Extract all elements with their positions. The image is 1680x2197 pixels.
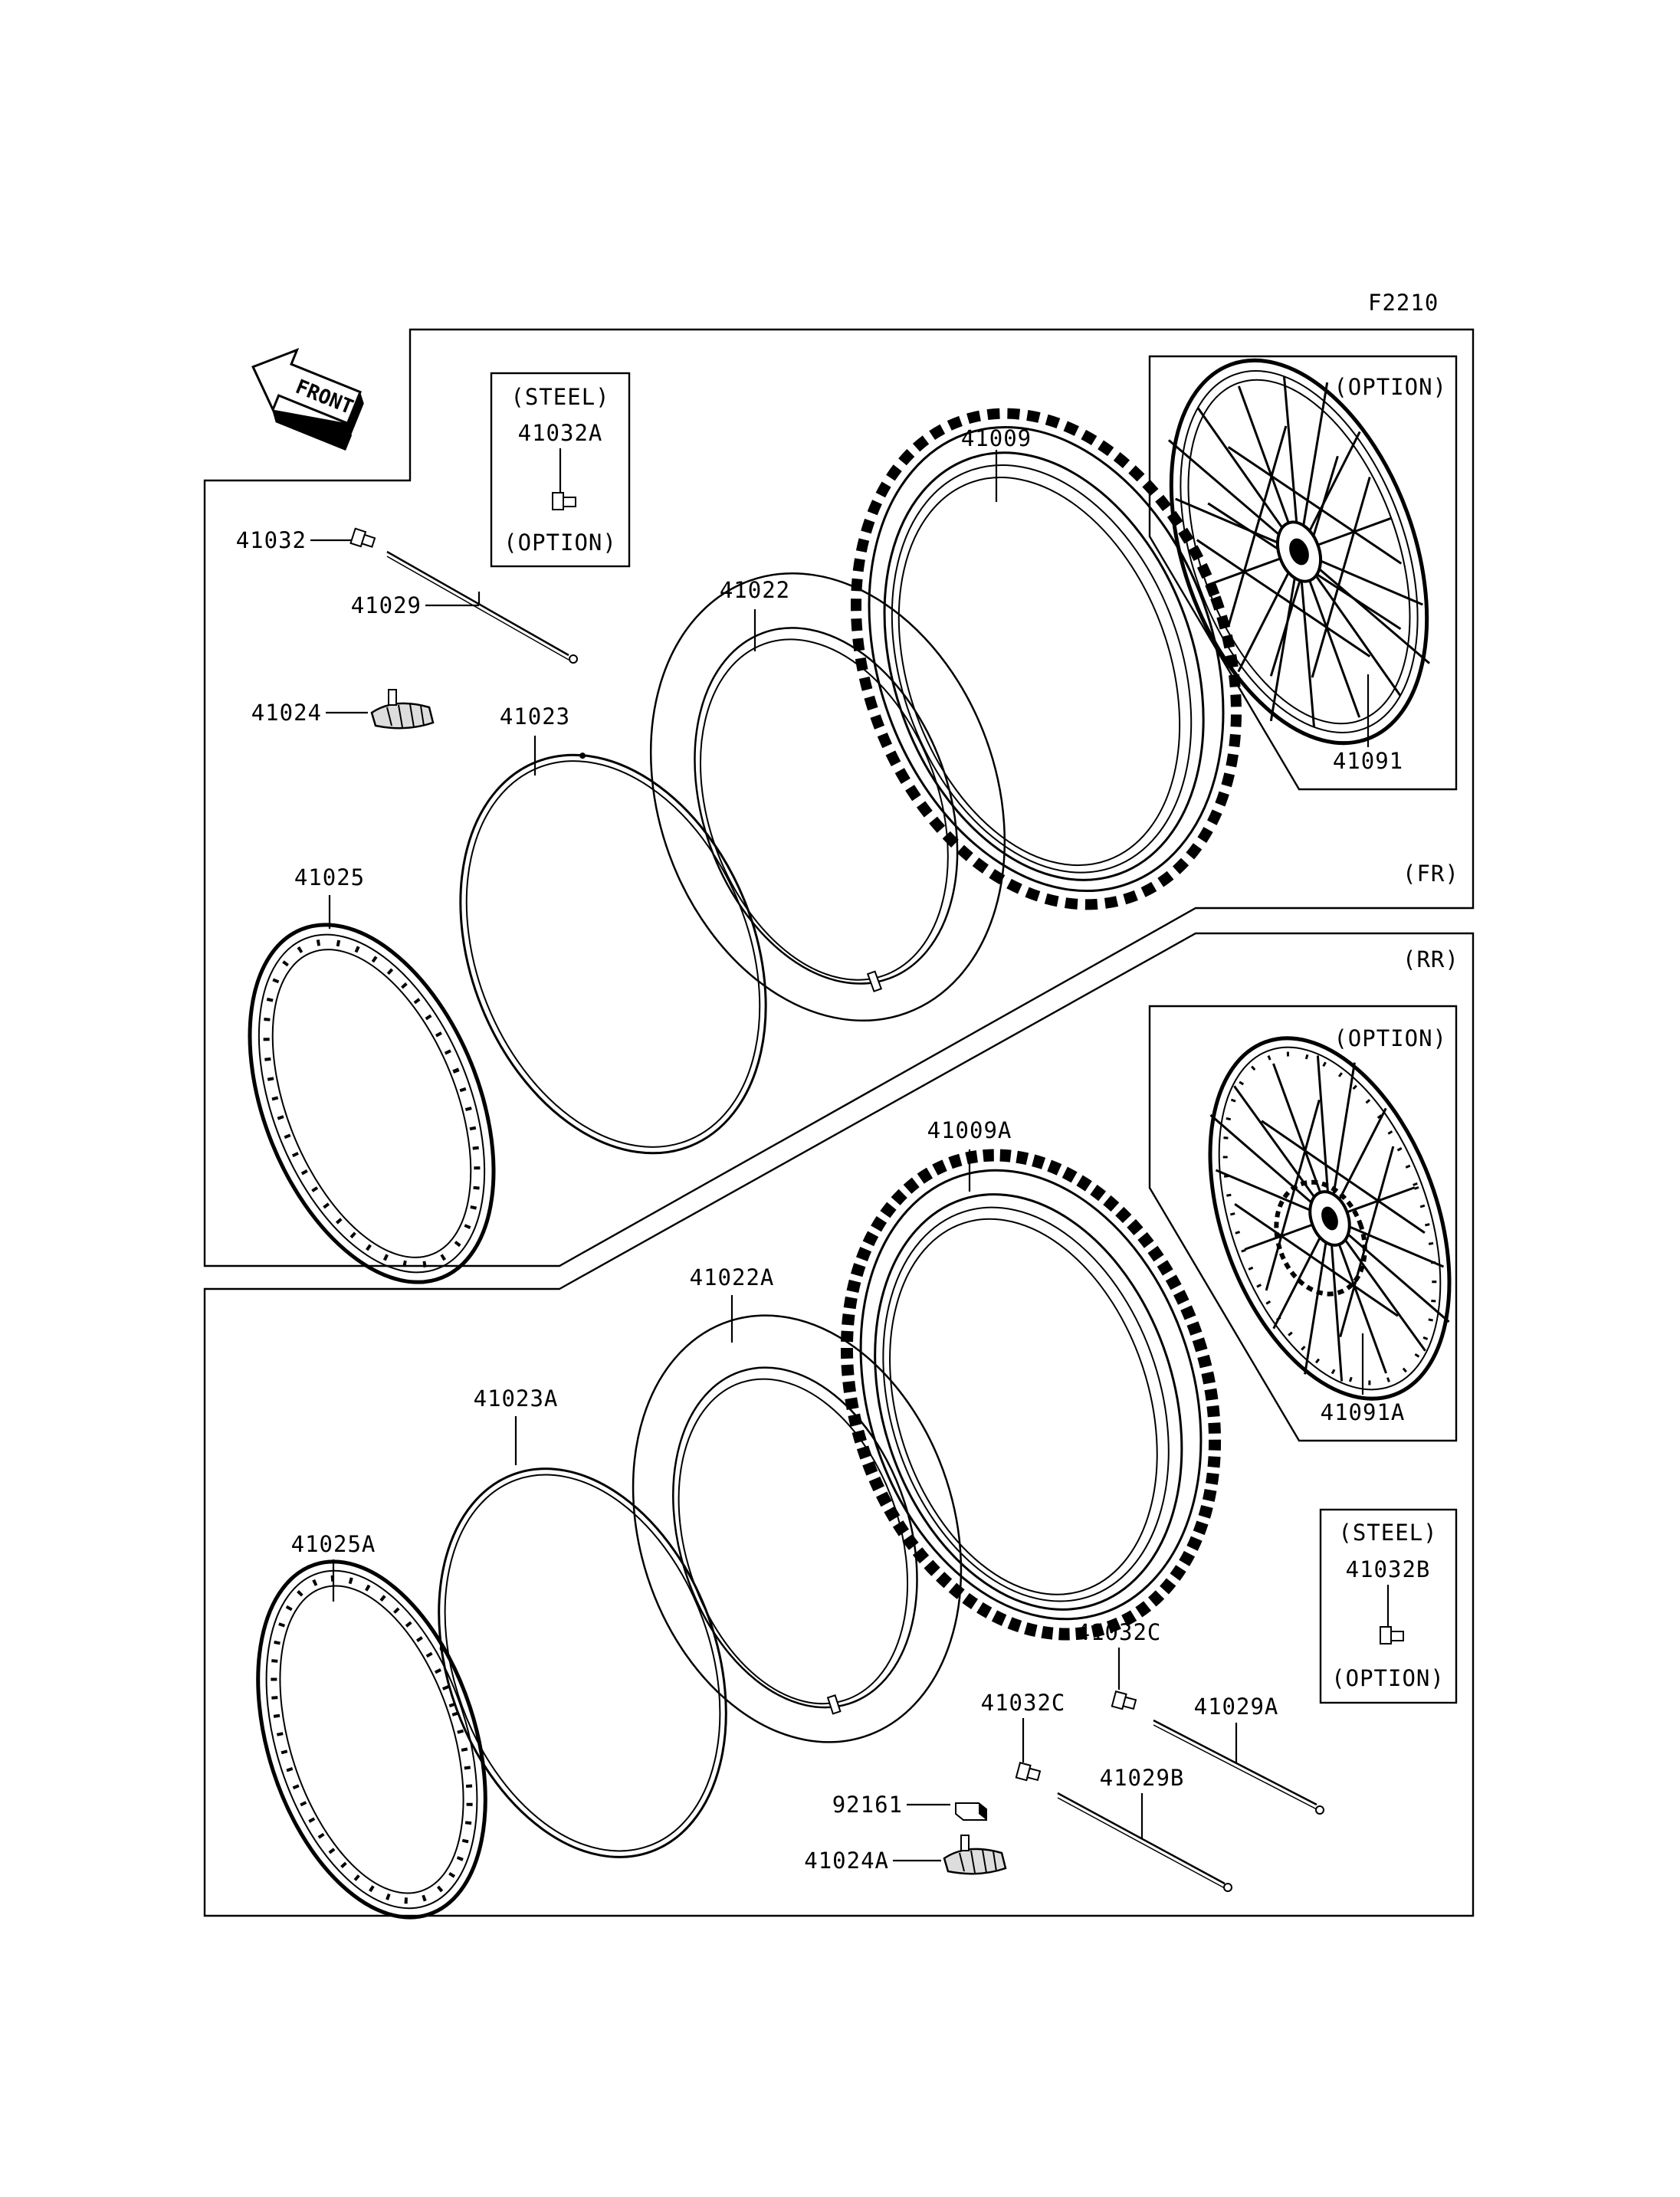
label-41024a: 41024A: [804, 1848, 889, 1874]
front-rim-band-41023: [459, 753, 767, 1155]
steel-option-box-rear: [1319, 1508, 1458, 1704]
front-tube-41022: [649, 572, 1006, 1022]
option-wheel-front-note: (OPTION): [1334, 374, 1447, 400]
label-92161: 92161: [832, 1792, 903, 1818]
front-rim-41025: [248, 923, 496, 1284]
steel-front-title: (STEEL): [510, 384, 609, 410]
label-41024: 41024: [251, 700, 322, 726]
spoke-41029a: [1153, 1719, 1324, 1815]
steel-rear-note: (OPTION): [1331, 1665, 1445, 1691]
label-41032c-a: 41032C: [1077, 1619, 1162, 1645]
steel-front-note: (OPTION): [504, 530, 617, 556]
label-41023: 41023: [500, 703, 570, 730]
rim-lock-41024-icon: [370, 689, 435, 730]
nipple-41032a-icon: [552, 492, 576, 510]
label-41025: 41025: [294, 864, 365, 890]
rear-rim-band-41023a: [438, 1467, 727, 1858]
spoke-41029b: [1057, 1792, 1232, 1892]
label-41029b: 41029B: [1100, 1765, 1185, 1791]
nipple-41032c-a-icon: [1111, 1690, 1137, 1710]
block-92161-icon: [955, 1802, 987, 1821]
rear-rim-41025a: [256, 1559, 487, 1920]
spoke-41029: [386, 550, 578, 664]
figure-code: F2210: [1368, 290, 1439, 316]
rear-tire-41009a: [840, 1149, 1222, 1641]
label-41029a: 41029A: [1194, 1694, 1279, 1720]
label-41025a: 41025A: [291, 1531, 376, 1557]
label-41032c-b: 41032C: [981, 1690, 1066, 1716]
label-41022a: 41022A: [690, 1264, 775, 1290]
front-section-label: (FR): [1403, 861, 1459, 887]
option-wheel-rear-note: (OPTION): [1334, 1025, 1447, 1051]
steel-rear-title: (STEEL): [1338, 1520, 1437, 1546]
label-41022: 41022: [720, 577, 790, 603]
label-41091a: 41091A: [1321, 1399, 1406, 1425]
rim-lock-41024a-icon: [943, 1835, 1007, 1875]
front-section-frame: [203, 328, 1475, 1267]
label-41032: 41032: [236, 527, 307, 553]
label-41009: 41009: [961, 425, 1032, 451]
rear-tube-41022a: [632, 1314, 963, 1743]
option-wheel-box-rear: [1148, 1005, 1458, 1442]
nipple-41032b-icon: [1380, 1626, 1404, 1644]
steel-rear-part: 41032B: [1346, 1556, 1431, 1582]
rear-section-label: (RR): [1403, 946, 1459, 972]
label-41009a: 41009A: [927, 1117, 1012, 1143]
label-41091: 41091: [1333, 748, 1403, 774]
label-41023a: 41023A: [474, 1385, 559, 1412]
steel-option-box-front: [490, 372, 631, 568]
label-41029: 41029: [351, 592, 422, 618]
front-arrow-icon: FRONT: [251, 348, 364, 451]
rear-wheel-assembly: [1208, 1036, 1452, 1401]
nipple-41032-icon: [349, 527, 376, 548]
nipple-41032c-b-icon: [1015, 1762, 1042, 1782]
rear-section-frame: [203, 932, 1475, 1917]
steel-front-part: 41032A: [518, 420, 603, 446]
front-wheel-assembly: [1167, 358, 1431, 746]
